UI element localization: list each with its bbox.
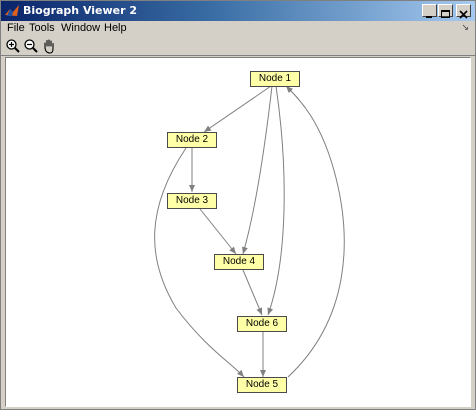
edge-node2-node5 <box>154 147 245 378</box>
graph-node[interactable]: Node 2 <box>167 132 217 148</box>
minimize-icon <box>426 16 432 18</box>
toolbar <box>1 37 475 56</box>
menu-help[interactable]: Help <box>104 22 127 34</box>
graph-node[interactable]: Node 1 <box>250 71 300 87</box>
graph-node[interactable]: Node 5 <box>237 377 287 393</box>
edge-node5-node1 <box>285 85 345 378</box>
close-button[interactable] <box>456 4 471 19</box>
window-title: Biograph Viewer 2 <box>23 4 138 17</box>
title-bar[interactable]: Biograph Viewer 2 <box>1 1 475 21</box>
edge-node4-node6 <box>242 269 263 316</box>
edge-node1-node4 <box>242 85 273 255</box>
matlab-logo-icon <box>5 5 19 16</box>
graph-node[interactable]: Node 6 <box>237 316 287 332</box>
menu-window[interactable]: Window <box>61 22 101 34</box>
minimize-button[interactable] <box>422 4 437 18</box>
graph-edges-layer <box>154 85 345 378</box>
dock-arrow-icon[interactable]: ↘ <box>461 23 469 33</box>
graph-canvas[interactable]: Node 1 Node 2 Node 3 Node 4 Node 6 Node … <box>5 57 471 407</box>
graph-node[interactable]: Node 3 <box>167 193 217 209</box>
edge-node1-node2 <box>203 85 272 133</box>
edge-node1-node6 <box>267 85 285 316</box>
menu-bar: File Tools Window Help ↘ <box>1 21 475 37</box>
close-icon <box>459 10 468 19</box>
edge-node3-node4 <box>199 208 237 255</box>
menu-file[interactable]: File <box>7 22 25 34</box>
maximize-icon <box>441 10 450 18</box>
maximize-button[interactable] <box>438 4 453 18</box>
zoom-out-icon[interactable] <box>23 38 39 54</box>
menu-tools[interactable]: Tools <box>29 22 55 34</box>
graph-node[interactable]: Node 4 <box>214 254 264 270</box>
zoom-in-icon[interactable] <box>5 38 21 54</box>
pan-hand-icon[interactable] <box>41 38 57 54</box>
